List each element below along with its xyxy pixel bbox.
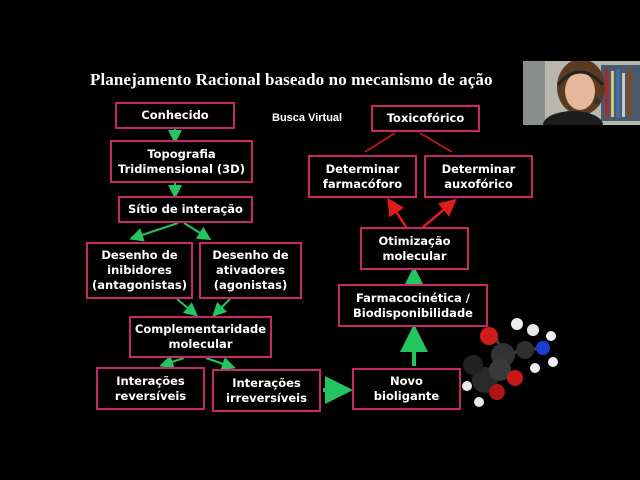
box-toxicoforico: Toxicofórico: [371, 105, 480, 132]
presenter-webcam-feed: [523, 61, 640, 125]
box-complementaridade: Complementaridade molecular: [129, 316, 272, 358]
arrow-inibidores-complementaridade: [176, 298, 199, 317]
box-desenho-ativadores: Desenho de ativadores (agonistas): [199, 242, 302, 299]
box-topografia: Topografia Tridimensional (3D): [110, 140, 253, 183]
flow-arrows: [129, 129, 457, 404]
box-determinar-auxoforico: Determinar auxofórico: [424, 155, 533, 198]
arrow-ativadores-complementaridade: [212, 298, 231, 317]
arrow-otimizacao-farmacoforo: [387, 197, 408, 228]
molecule-3d-model-icon: [462, 318, 558, 407]
box-novo-bioligante: Novo bioligante: [352, 368, 461, 410]
box-desenho-inibidores: Desenho de inibidores (antagonistas): [86, 242, 193, 299]
box-interacoes-irreversiveis: Interações irreversíveis: [212, 369, 321, 412]
presentation-slide: Planejamento Racional baseado no mecanis…: [80, 60, 560, 420]
presenter-webcam-image: [523, 61, 640, 125]
busca-virtual-label: Busca Virtual: [272, 112, 343, 124]
arrow-toxicoforico-auxoforico: [419, 132, 453, 153]
arrow-complementaridade-irreversiveis: [205, 357, 236, 371]
arrow-toxicoforico-farmacoforo: [364, 132, 396, 153]
box-determinar-farmacoforo: Determinar farmacóforo: [308, 155, 417, 198]
box-otimizacao-molecular: Otimização molecular: [360, 227, 469, 270]
box-farmacocinetica: Farmacocinética / Biodisponibilidade: [338, 284, 488, 327]
arrow-otimizacao-auxoforico: [422, 198, 457, 228]
box-conhecido: Conhecido: [115, 102, 235, 129]
arrow-complementaridade-reversiveis: [159, 355, 185, 369]
slide-title: Planejamento Racional baseado no mecanis…: [90, 70, 493, 89]
box-interacoes-reversiveis: Interações reversíveis: [96, 367, 205, 410]
arrow-sitio-ativadores: [183, 222, 212, 241]
box-sitio-interacao: Sítio de interação: [118, 196, 253, 223]
arrow-sitio-inibidores: [129, 222, 179, 242]
